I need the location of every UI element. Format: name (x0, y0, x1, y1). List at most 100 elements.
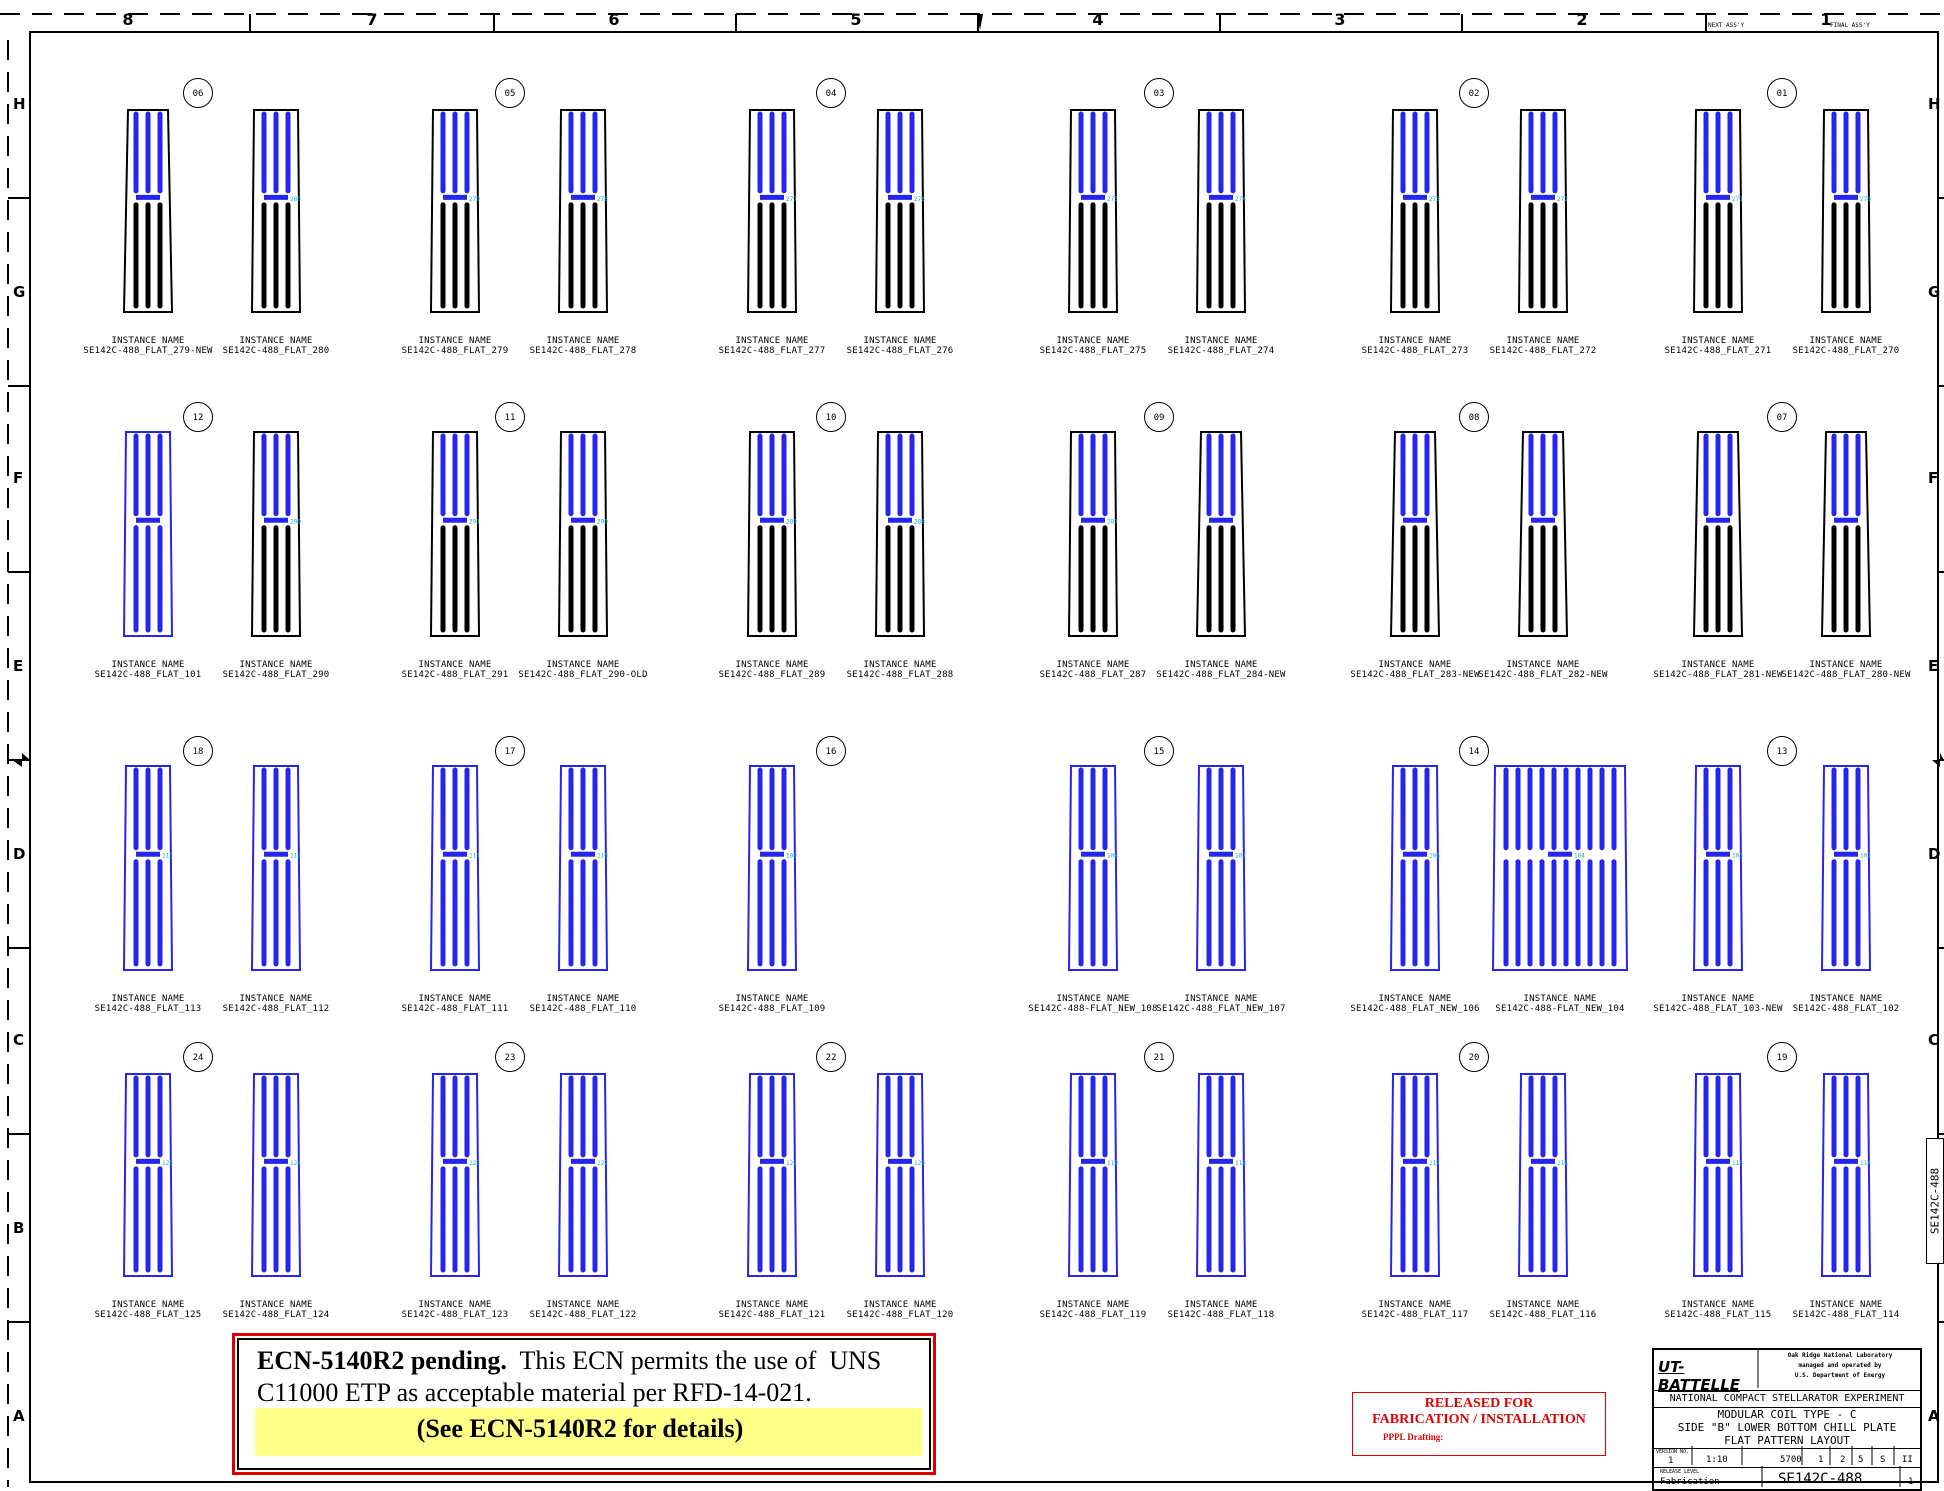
part-tag: 103 (1732, 853, 1743, 860)
part-tag: 287 (1107, 519, 1118, 526)
bridge-marker (1081, 517, 1105, 523)
part-tag: 106 (1429, 853, 1440, 860)
flat-pattern-18-2: 112 (250, 765, 301, 971)
title-line-3: FLAT PATTERN LAYOUT (1724, 1434, 1850, 1447)
view-bubble-07: 07 (1767, 402, 1797, 432)
instance-name-label: INSTANCE NAME (863, 660, 937, 670)
zone-column-label-6: 6 (608, 10, 620, 29)
instance-name-label: INSTANCE NAME (735, 1300, 809, 1310)
zone-column-label-3: 3 (1334, 10, 1346, 29)
flat-pattern-20-1: 117 (1389, 1073, 1440, 1277)
ecn-note-box: ECN-5140R2 pending. This ECN permits the… (232, 1333, 936, 1475)
scale-value: 1:10 (1706, 1455, 1728, 1465)
flat-pattern-01-1: 271 (1692, 109, 1743, 313)
flat-pattern-19-1: 115 (1692, 1073, 1743, 1277)
flat-pattern-23-1: 123 (429, 1073, 480, 1277)
fl-value: 1 (1818, 1455, 1824, 1465)
instance-name-value: SE142C-488_FLAT_109 (718, 1004, 826, 1014)
instance-name-label: INSTANCE NAME (1378, 336, 1452, 346)
flat-pattern-04-2: 276 (874, 109, 925, 313)
part-tag: 274 (1235, 196, 1246, 203)
bridge-marker (760, 851, 784, 857)
bridge-marker (888, 194, 912, 200)
bridge-marker (1209, 851, 1233, 857)
plate-outline (1820, 765, 1872, 971)
view-bubble-23: 23 (495, 1042, 525, 1072)
plate-outline (1389, 765, 1441, 971)
part-tag: 122 (597, 1160, 608, 1167)
bridge-marker (1706, 194, 1730, 200)
plate-outline (1491, 765, 1629, 971)
flat-pattern-16-1: 109 (746, 765, 797, 971)
flat-pattern-01-2: 270 (1820, 109, 1871, 313)
instance-name-value: SE142C-488_FLAT_102 (1792, 1004, 1900, 1014)
instance-name-label: INSTANCE NAME (1056, 1300, 1130, 1310)
instance-name-value: SE142C-488_FLAT_279-NEW (83, 346, 213, 356)
instance-name-label: INSTANCE NAME (1506, 336, 1580, 346)
bridge-marker (571, 194, 595, 200)
sheet-border (29, 31, 1939, 1483)
view-bubble-18: 18 (183, 736, 213, 766)
flat-pattern-02-2: 272 (1517, 109, 1568, 313)
bridge-marker (760, 1158, 784, 1164)
view-bubble-16: 16 (816, 736, 846, 766)
ecn-line-3: (See ECN-5140R2 for details) (416, 1414, 744, 1443)
plate-outline (746, 109, 798, 313)
instance-name-label: INSTANCE NAME (418, 660, 492, 670)
release-line-2: FABRICATION / INSTALLATION (1372, 1412, 1586, 1427)
instance-name-label: INSTANCE NAME (1056, 660, 1130, 670)
instance-name-value: SE142C-488_FLAT_274 (1167, 346, 1275, 356)
instance-name-label: INSTANCE NAME (863, 336, 937, 346)
part-tag: 108 (1107, 853, 1118, 860)
plate-outline (1517, 1073, 1569, 1277)
meta-row: VERSION NO. 1 1:10 5700 1 2 5 S II (1654, 1448, 1920, 1467)
bridge-marker (1834, 194, 1858, 200)
part-tag: 117 (1429, 1160, 1440, 1167)
zone-row-label-left-C: C (13, 1031, 25, 1049)
instance-name-value: SE142C-488_FLAT_114 (1792, 1310, 1900, 1320)
instance-name-label: INSTANCE NAME (1378, 994, 1452, 1004)
zone-row-label-right-A: A (1928, 1407, 1940, 1425)
bridge-marker (1531, 1158, 1555, 1164)
part-tag: 276 (914, 196, 925, 203)
part-tag: 270 (1860, 196, 1871, 203)
part-tag: 114 (1860, 1160, 1871, 1167)
version-label: VERSION NO. (1656, 1449, 1690, 1455)
view-bubble-17: 17 (495, 736, 525, 766)
part-tag: 290 (290, 519, 301, 526)
part-tag: 123 (469, 1160, 480, 1167)
instance-name-label: INSTANCE NAME (1523, 994, 1597, 1004)
bridge-marker (1706, 851, 1730, 857)
flat-pattern-05-2: 278 (557, 109, 608, 313)
flat-pattern-08-1 (1389, 431, 1441, 637)
instance-name-label: INSTANCE NAME (735, 336, 809, 346)
instance-name-value: SE142C-488_FLAT_273 (1361, 346, 1469, 356)
flat-pattern-05-1: 279 (429, 109, 480, 313)
instance-name-value: SE142C-488_FLAT_122 (529, 1310, 637, 1320)
zone-row-label-right-C: C (1928, 1031, 1940, 1049)
instance-name-label: INSTANCE NAME (735, 994, 809, 1004)
instance-name-value: SE142C-488-FLAT_NEW_104 (1495, 1004, 1625, 1014)
bridge-marker (1403, 1158, 1427, 1164)
plate-outline (122, 109, 174, 313)
part-tag: 279 (469, 196, 480, 203)
instance-name-value: SE142C-488_FLAT_291 (401, 670, 509, 680)
lab-line-3: U.S. Department of Energy (1794, 1372, 1886, 1379)
view-bubble-20: 20 (1459, 1042, 1489, 1072)
instance-name-value: SE142C-488_FLAT_110 (529, 1004, 637, 1014)
flat-pattern-09-1: 287 (1067, 431, 1118, 637)
instance-name-value: SE142C-488_FLAT_272 (1489, 346, 1597, 356)
ecn-highlight (255, 1408, 922, 1456)
zone-row-label-right-E: E (1928, 657, 1939, 675)
flat-pattern-04-1: 277 (746, 109, 798, 313)
sheet-value: 2 (1840, 1455, 1846, 1465)
instance-name-value: SE142C-488_FLAT_284-NEW (1156, 670, 1286, 680)
instance-name-label: INSTANCE NAME (546, 660, 620, 670)
bldg-value: 5700 (1780, 1455, 1802, 1465)
part-tag: 120 (914, 1160, 925, 1167)
plate-outline (429, 431, 481, 637)
bridge-marker (1081, 1158, 1105, 1164)
instance-name-label: INSTANCE NAME (546, 336, 620, 346)
instance-name-label: INSTANCE NAME (111, 336, 185, 346)
instance-name-label: INSTANCE NAME (239, 336, 313, 346)
